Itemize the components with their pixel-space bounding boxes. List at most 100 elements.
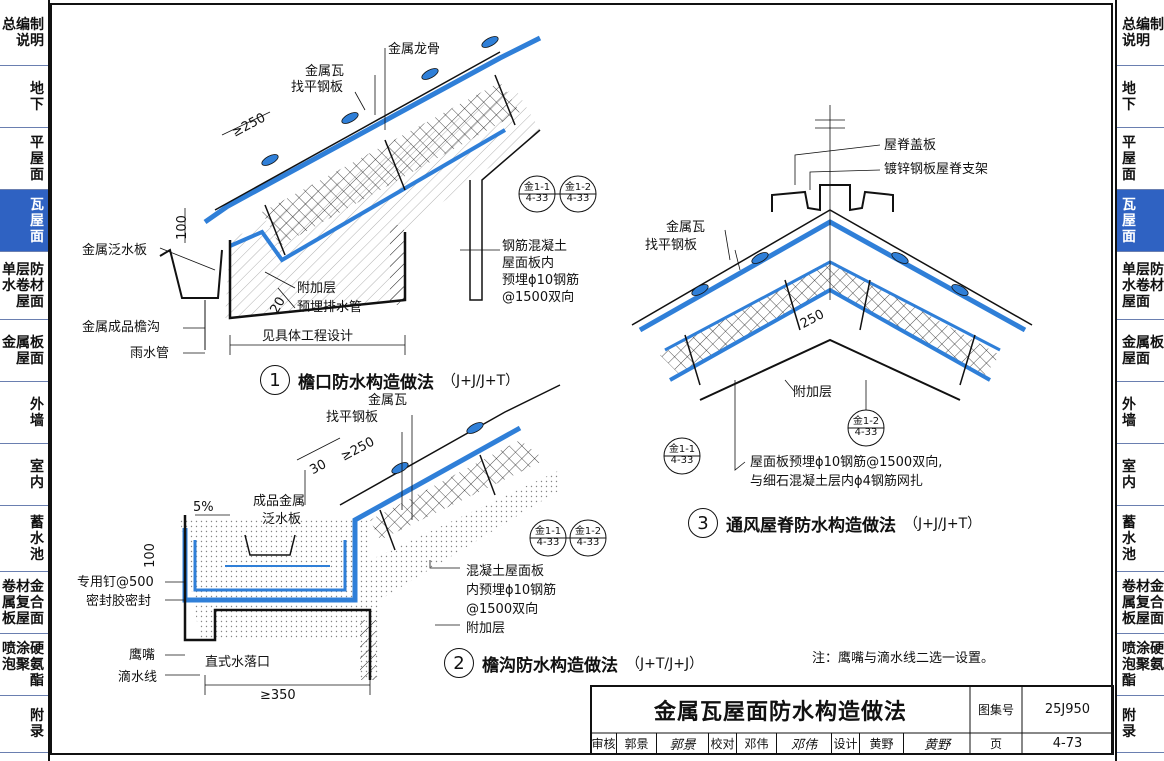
left-tab-6[interactable]: 外墙 [0,382,48,444]
label-level: 找平钢板 [291,80,344,95]
right-tab-6[interactable]: 外墙 [1117,382,1164,444]
label-d2-extra: 附加层 [466,621,506,636]
left-tab-1[interactable]: 地下 [0,66,48,128]
label-rebar2: 屋面板内 [502,256,555,271]
left-tab-8[interactable]: 蓄水池 [0,506,48,572]
label-drainpipe: 预埋排水管 [297,300,363,315]
atlas-number: 25J950 [1044,702,1091,717]
right-tab-1[interactable]: 地下 [1117,66,1164,128]
label-d2-level: 找平钢板 [326,410,379,425]
label-d3-rebar1: 屋面板预埋ϕ10钢筋@1500双向, [750,455,943,470]
label-d3-tile: 金属瓦 [666,220,706,235]
caption-detail-2: 2 檐沟防水构造做法 （J+T/J+J） [444,648,703,678]
caption-title-2: 檐沟防水构造做法 [482,655,618,676]
label-d2-nail: 专用钉@500 [77,575,154,590]
detail-number-2: 2 [444,648,474,678]
drawing-frame [50,3,1113,755]
titleblock-grid [590,685,1114,755]
label-rebar1: 钢筋混凝土 [502,239,568,254]
caption-title-3: 通风屋脊防水构造做法 [726,515,896,536]
eave-wall [228,232,407,320]
label-d2-dim100: 100 [142,543,158,568]
signature-row: 审核 郭景 郭景 校对 邓伟 邓伟 设计 黄野 黄野 [591,733,970,754]
caption-title-1: 檐口防水构造做法 [298,372,434,393]
reviewer-name: 郭景 [617,733,657,754]
left-tab-11[interactable]: 附录 [0,696,48,753]
left-tab-5[interactable]: 金属板屋面 [0,320,48,382]
atlas-label: 图集号 [977,703,1014,717]
detail-2-gutter-drawing [165,384,607,695]
gutter-insulation [370,440,545,540]
wall-hatch [390,225,404,305]
right-tab-11[interactable]: 附录 [1117,696,1164,753]
column-hatch [360,620,376,680]
right-tab-2[interactable]: 平屋面 [1117,128,1164,190]
checker-name: 邓伟 [737,733,777,754]
right-tab-3[interactable]: 瓦屋面 [1117,190,1164,252]
right-tab-8[interactable]: 蓄水池 [1117,506,1164,572]
label-d2-flash1: 成品金属 [253,494,306,509]
label-tile: 金属瓦 [305,64,345,79]
left-tab-10[interactable]: 喷涂硬泡聚氨酯 [0,634,48,696]
left-tab-strip: 总编制说明地下平屋面瓦屋面单层防水卷材屋面金属板屋面外墙室内蓄水池卷材金属复合板… [0,0,50,761]
left-tab-4[interactable]: 单层防水卷材屋面 [0,252,48,320]
label-d2-sealant: 密封胶密封 [86,594,152,609]
label-keel: 金属龙骨 [388,42,441,57]
membrane-line [203,35,542,225]
sheet-title: 金属瓦屋面防水构造做法 [653,699,907,725]
label-dim100: 100 [174,215,190,240]
right-tab-9[interactable]: 卷材金属复合板屋面 [1117,572,1164,634]
left-tab-2[interactable]: 平屋面 [0,128,48,190]
gutter-concrete [180,470,560,680]
caption-detail-3: 3 通风屋脊防水构造做法 （J+J/J+T） [688,508,981,538]
label-gutter: 金属成品檐沟 [82,320,161,335]
label-d2-conc1: 混凝土屋面板 [466,564,545,579]
right-tab-4[interactable]: 单层防水卷材屋面 [1117,252,1164,320]
insulation-layer [262,82,520,246]
review-label: 审核 [591,733,617,754]
label-d2-dim350: ≥350 [260,688,296,703]
label-d2-conc2: 内预埋ϕ10钢筋 [466,583,557,598]
gutter-trough [244,534,296,556]
ridge-slab [699,338,961,401]
right-tab-7[interactable]: 室内 [1117,444,1164,506]
page-number: 4-73 [1052,736,1083,751]
designer-name: 黄野 [860,733,904,754]
label-d2-outlet: 直式水落口 [205,655,271,670]
ridge-cap [771,184,894,212]
gutter-shape [159,248,223,299]
caption-code-1: （J+J/J+T） [442,373,520,389]
right-tab-5[interactable]: 金属板屋面 [1117,320,1164,382]
check-label: 校对 [709,733,737,754]
label-d2-eagle: 鹰嘴 [129,648,156,663]
detail-1-eaves-drawing [159,35,597,355]
right-tab-0[interactable]: 总编制说明 [1117,0,1164,66]
ridge-insulation-right [830,260,1000,375]
right-tab-10[interactable]: 喷涂硬泡聚氨酯 [1117,634,1164,696]
label-flashing: 金属泛水板 [82,243,148,258]
page-label: 页 [989,737,1002,751]
left-tab-9[interactable]: 卷材金属复合板屋面 [0,572,48,634]
drawing-note: 注：鹰嘴与滴水线二选一设置。 [812,651,995,666]
label-design: 见具体工程设计 [262,329,354,344]
label-d2-tile: 金属瓦 [368,393,408,408]
gutter-membrane-2 [193,540,347,592]
label-d2-drip: 滴水线 [118,670,158,685]
caption-detail-1: 1 檐口防水构造做法 （J+J/J+T） [260,365,519,395]
left-tab-3[interactable]: 瓦屋面 [0,190,48,252]
label-d3-cap: 屋脊盖板 [884,138,937,153]
label-rebar3: 预埋ϕ10钢筋 [502,273,580,288]
label-d2-slope: 5% [193,500,214,515]
label-downpipe: 雨水管 [130,346,170,361]
label-rebar4: @1500双向 [502,290,575,305]
left-tab-0[interactable]: 总编制说明 [0,0,48,66]
label-extra: 附加层 [297,281,337,296]
left-tab-7[interactable]: 室内 [0,444,48,506]
